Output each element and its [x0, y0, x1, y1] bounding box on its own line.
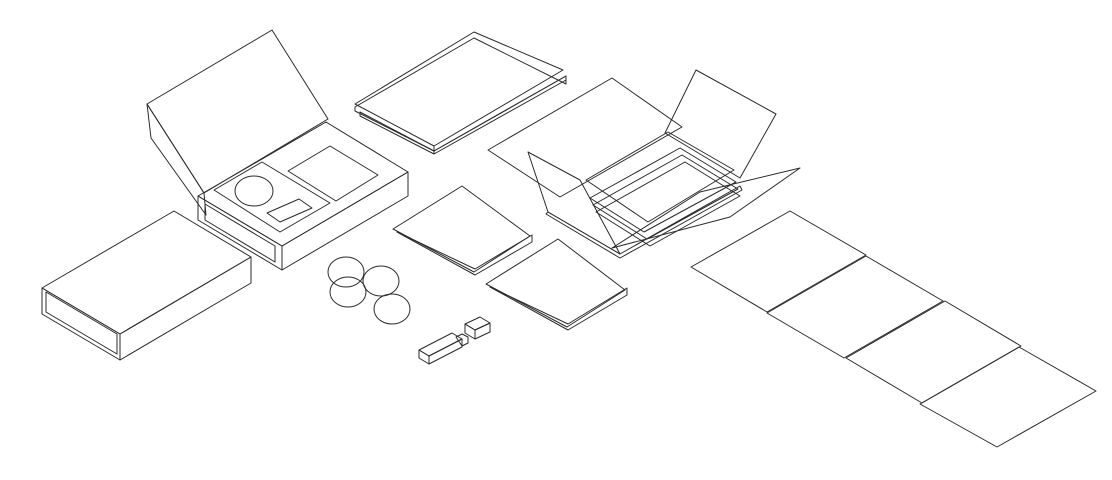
usb-slot [266, 198, 313, 223]
card2-back [489, 286, 628, 331]
box-lid-panel [146, 29, 329, 194]
disc-3 [329, 276, 367, 308]
box-front-band [204, 203, 276, 263]
loose-sheets [690, 210, 1097, 448]
usb-top [418, 332, 463, 357]
folder-base [545, 185, 743, 259]
open-presentation-box [146, 29, 409, 271]
box-insert-tray [213, 161, 331, 233]
folded-card-1 [392, 185, 533, 276]
sheet-4 [919, 346, 1097, 448]
box-back-wall [197, 121, 409, 247]
usb-front [418, 349, 430, 365]
box-lid-side [146, 103, 207, 216]
disc-2 [362, 265, 400, 297]
usb-cap-side [474, 322, 491, 340]
card1-back [396, 231, 533, 276]
closed-box-right [119, 256, 252, 361]
closed-presentation-box [41, 210, 252, 361]
usb-cap [464, 316, 491, 340]
sheet-stack-1 [585, 131, 735, 223]
usb-connector [455, 333, 469, 347]
usb-cap-top [464, 316, 491, 331]
folded-brochure [354, 31, 567, 155]
disc-slot [234, 175, 274, 207]
round-discs [327, 256, 411, 325]
folder-left-flap [527, 151, 621, 255]
disc-4 [373, 293, 411, 325]
brochure-bottom-page [359, 75, 567, 155]
folder-upright-flap [664, 69, 777, 179]
card2-front [485, 238, 626, 328]
closed-box-top [41, 210, 252, 335]
usb-stick [418, 332, 469, 365]
usb-side [428, 338, 463, 365]
sheet-stack-4 [595, 161, 741, 247]
folder-back-flap [487, 77, 683, 198]
sheet-1 [690, 210, 867, 313]
folder-right-flap [611, 167, 801, 249]
sheet-stack-2 [589, 147, 737, 233]
sheet-3 [845, 300, 1022, 404]
folded-card-2 [485, 238, 628, 331]
disc-1 [327, 256, 365, 288]
sheet-stack-3 [592, 154, 739, 240]
open-folder-with-sheets [487, 69, 801, 259]
box-dark-compartment [287, 145, 379, 202]
brochure-top-page [354, 31, 564, 147]
closed-box-front-band [45, 291, 118, 355]
card1-front [392, 185, 531, 273]
box-right-face [281, 171, 409, 271]
sheet-2 [766, 255, 944, 359]
